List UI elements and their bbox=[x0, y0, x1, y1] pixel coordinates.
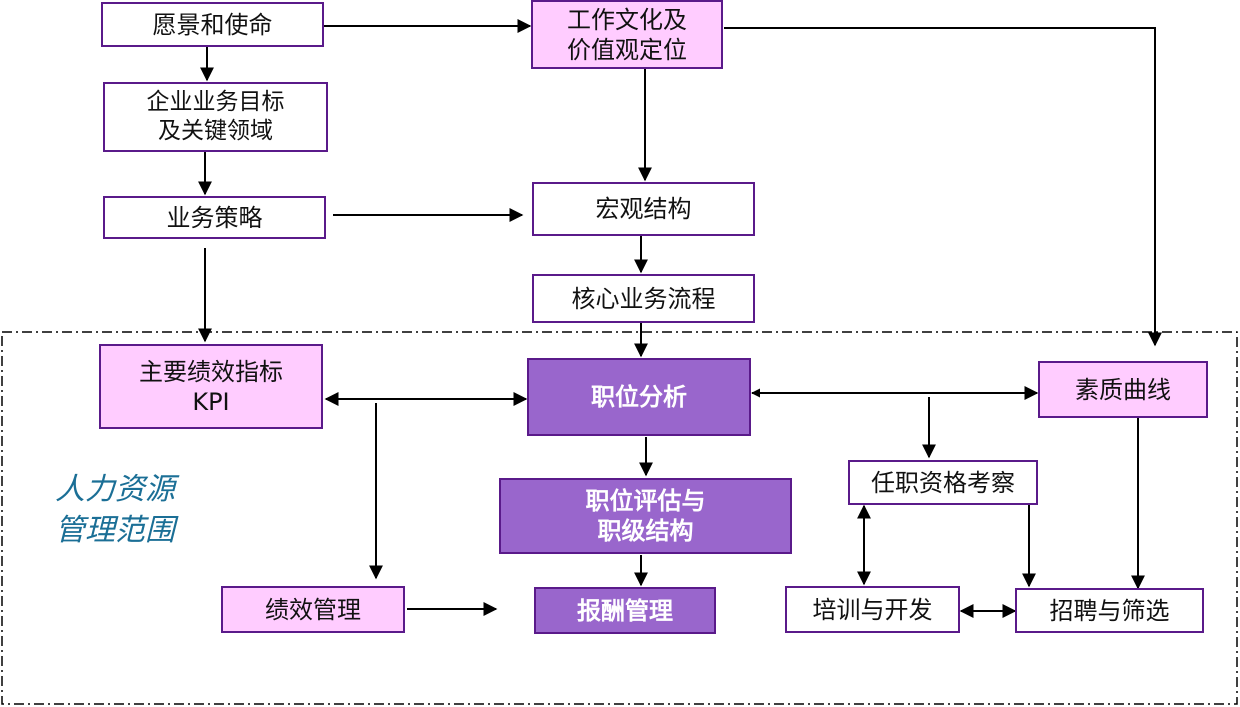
node-core-process: 核心业务流程 bbox=[532, 274, 755, 323]
node-performance-mgmt: 绩效管理 bbox=[221, 586, 405, 633]
node-culture: 工作文化及 价值观定位 bbox=[531, 0, 723, 69]
node-training: 培训与开发 bbox=[785, 586, 960, 633]
node-competency-curve: 素质曲线 bbox=[1038, 361, 1208, 418]
node-business-strategy: 业务策略 bbox=[103, 196, 326, 239]
node-macro-structure: 宏观结构 bbox=[532, 182, 755, 236]
node-compensation-mgmt: 报酬管理 bbox=[534, 587, 716, 634]
arrow-culture-to-competency bbox=[724, 27, 1162, 347]
node-qualification: 任职资格考察 bbox=[848, 460, 1038, 505]
node-job-evaluation: 职位评估与 职级结构 bbox=[499, 478, 792, 554]
node-vision: 愿景和使命 bbox=[101, 2, 324, 47]
node-recruitment: 招聘与筛选 bbox=[1015, 588, 1204, 633]
hr-scope-label: 人力资源 管理范围 bbox=[55, 472, 175, 548]
hr-scope-boundary bbox=[1, 331, 1238, 705]
node-business-goals: 企业业务目标 及关键领域 bbox=[103, 82, 328, 152]
node-job-analysis: 职位分析 bbox=[527, 358, 751, 436]
node-kpi: 主要绩效指标 KPI bbox=[99, 344, 323, 429]
